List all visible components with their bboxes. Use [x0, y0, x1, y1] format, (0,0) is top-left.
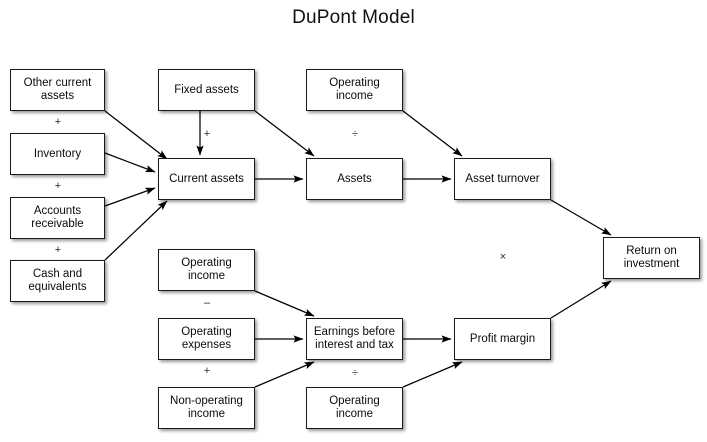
node-operating-income-bot[interactable]: Operating income [306, 387, 403, 429]
operator-op-divide-1: ÷ [351, 128, 359, 140]
node-accounts-receivable[interactable]: Accounts receivable [10, 197, 105, 239]
operator-op-times-1: × [499, 251, 507, 263]
node-label: Return on investment [623, 245, 680, 270]
page-title: DuPont Model [292, 7, 415, 28]
node-label: Operating income [181, 257, 232, 282]
node-profit-margin[interactable]: Profit margin [454, 318, 551, 360]
node-label: Profit margin [469, 332, 536, 345]
operator-op-plus-4: + [203, 128, 211, 140]
edge-operating-income-bot-to-profit-margin [402, 361, 463, 388]
node-fixed-assets[interactable]: Fixed assets [158, 69, 255, 111]
node-inventory[interactable]: Inventory [10, 133, 105, 175]
edge-non-operating-income-to-ebit [254, 361, 315, 388]
node-ebit[interactable]: Earnings before interest and tax [306, 318, 403, 360]
node-label: Operating income [329, 77, 380, 102]
edge-profit-margin-to-roi [550, 280, 612, 319]
node-label: Accounts receivable [31, 205, 84, 230]
node-label: Non-operating income [170, 395, 243, 420]
node-label: Operating expenses [181, 326, 232, 351]
node-label: Cash and equivalents [28, 268, 87, 293]
node-cash-and-equivalents[interactable]: Cash and equivalents [10, 260, 105, 302]
edge-inventory-to-current-assets [104, 152, 156, 173]
node-label: Assets [337, 172, 372, 185]
edge-operating-income-mid-to-ebit [254, 290, 315, 317]
node-label: Fixed assets [174, 83, 239, 96]
operator-op-plus-5: + [203, 365, 211, 377]
operator-op-minus-1: – [203, 297, 211, 309]
node-current-assets[interactable]: Current assets [158, 158, 255, 200]
edge-asset-turnover-to-roi [550, 199, 612, 236]
edge-fixed-assets-to-assets [254, 110, 315, 157]
node-label: Other current assets [23, 77, 92, 102]
node-assets[interactable]: Assets [306, 158, 403, 200]
operator-op-plus-1: + [54, 116, 62, 128]
node-asset-turnover[interactable]: Asset turnover [454, 158, 551, 200]
node-label: Inventory [33, 147, 82, 160]
node-operating-income-mid[interactable]: Operating income [158, 249, 255, 291]
node-label: Asset turnover [465, 172, 540, 185]
operator-op-plus-3: + [54, 244, 62, 256]
node-label: Earnings before interest and tax [313, 326, 396, 351]
operator-op-divide-2: ÷ [351, 367, 359, 379]
node-return-on-investment[interactable]: Return on investment [603, 237, 700, 279]
edge-other-current-assets-to-current-assets [104, 110, 168, 160]
edge-accounts-receivable-to-current-assets [104, 187, 156, 207]
edge-operating-income-to-asset-turnover [402, 110, 463, 157]
operator-op-plus-2: + [54, 180, 62, 192]
node-label: Current assets [169, 172, 244, 185]
node-non-operating-income[interactable]: Non-operating income [158, 387, 255, 429]
node-operating-expenses[interactable]: Operating expenses [158, 318, 255, 360]
node-operating-income-top[interactable]: Operating income [306, 69, 403, 111]
node-other-current-assets[interactable]: Other current assets [10, 69, 105, 111]
node-label: Operating income [329, 395, 380, 420]
